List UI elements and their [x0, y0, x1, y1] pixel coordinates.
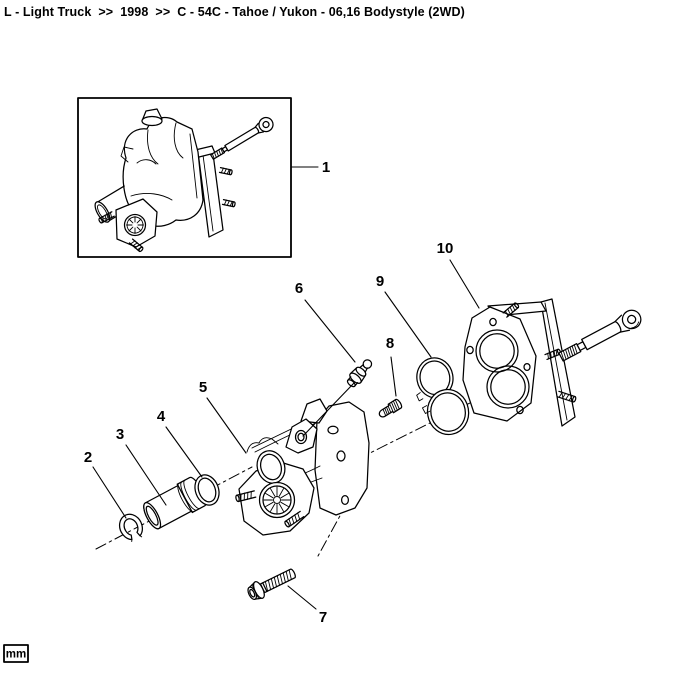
cylinder-open-bore: [256, 450, 286, 484]
part-mount-plate-pushrod: [462, 298, 642, 427]
callout-6[interactable]: 6: [295, 280, 356, 437]
callout-1-number[interactable]: 1: [322, 159, 330, 176]
breadcrumb-segment-vehicle-type[interactable]: L - Light Truck: [4, 5, 92, 19]
callout-6-number[interactable]: 6: [295, 280, 303, 297]
callout-8-number[interactable]: 8: [386, 335, 394, 352]
callout-1[interactable]: 1: [291, 159, 330, 176]
breadcrumb-segment-model[interactable]: C - 54C - Tahoe / Yukon - 06,16 Bodystyl…: [177, 5, 465, 19]
assembled-unit: [94, 108, 274, 253]
callout-3[interactable]: 3: [116, 426, 167, 506]
callout-5-number[interactable]: 5: [199, 379, 207, 396]
breadcrumb-separator: >>: [98, 5, 114, 19]
callout-9-number[interactable]: 9: [376, 273, 384, 290]
part-cylinder-body: [235, 398, 370, 536]
part-bleeder-valve: [346, 359, 373, 388]
plate-face: [462, 306, 537, 422]
callout-8[interactable]: 8: [386, 335, 397, 397]
callout-10-number[interactable]: 10: [437, 240, 454, 257]
mounting-stud: [284, 510, 305, 528]
part-o-ring: [194, 474, 220, 506]
breadcrumb-separator: >>: [155, 5, 171, 19]
part-piston-sleeve: [143, 476, 207, 530]
units-label: mm: [6, 649, 26, 661]
part-threaded-plug: [378, 398, 403, 418]
breadcrumb-segment-year[interactable]: 1998: [120, 5, 149, 19]
callout-4-number[interactable]: 4: [157, 408, 166, 425]
bore-spring-washer: [263, 486, 291, 514]
callout-7-number[interactable]: 7: [319, 609, 327, 626]
booster-pushrod: [558, 309, 642, 362]
assembled-view-box: [77, 97, 292, 258]
breadcrumb: L - Light Truck >> 1998 >> C - 54C - Tahoe /…: [4, 5, 465, 19]
callout-10[interactable]: 10: [437, 240, 480, 309]
mounting-stud: [235, 490, 257, 503]
callout-2-number[interactable]: 2: [84, 449, 92, 466]
callout-2[interactable]: 2: [84, 449, 127, 519]
part-bolt: [247, 568, 296, 601]
part-snap-ring: [118, 513, 143, 543]
part-gasket: [416, 357, 470, 436]
callout-3-number[interactable]: 3: [116, 426, 124, 443]
callout-7[interactable]: 7: [287, 585, 327, 626]
callout-4[interactable]: 4: [157, 408, 203, 478]
callout-5[interactable]: 5: [199, 379, 247, 454]
plate-stud: [556, 390, 577, 403]
units-badge: mm: [3, 644, 29, 663]
plate-stud: [502, 302, 520, 318]
callout-9[interactable]: 9: [376, 273, 432, 358]
assembled-pushrod: [210, 116, 274, 160]
